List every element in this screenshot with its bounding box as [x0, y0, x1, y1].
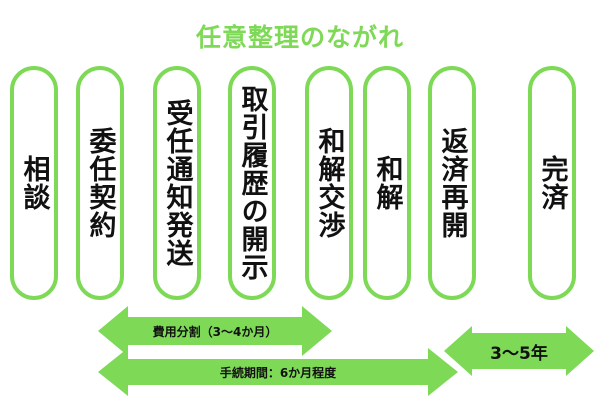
step-consultation: 相談: [10, 66, 58, 300]
step-transaction-history: 取引履歴の開示: [228, 66, 276, 300]
procedure-period-arrow: 手続期間：6か月程度: [98, 348, 458, 396]
page-title: 任意整理のながれ: [195, 23, 404, 52]
step-settlement-negotiation: 和解交渉: [305, 66, 353, 300]
fee-installment-label: 費用分割（3〜4か月）: [152, 324, 278, 339]
step-label: 受任通知発送: [161, 99, 193, 267]
repayment-period-arrow: 3〜5年: [444, 326, 594, 376]
step-label: 相談: [18, 155, 50, 211]
fee-installment-arrow: 費用分割（3〜4か月）: [98, 306, 332, 356]
repayment-period-label: 3〜5年: [490, 343, 548, 364]
step-label: 返済再開: [436, 127, 468, 239]
step-label: 和解交渉: [313, 127, 345, 239]
step-label: 取引履歴の開示: [236, 85, 268, 281]
step-completion: 完済: [528, 66, 576, 300]
step-label: 完済: [536, 155, 568, 211]
double-arrow-shape: [98, 306, 332, 356]
double-arrow-shape: [444, 326, 594, 376]
step-label: 委任契約: [84, 127, 116, 239]
step-engagement-contract: 委任契約: [76, 66, 124, 300]
step-settlement: 和解: [363, 66, 411, 300]
procedure-period-label: 手続期間：6か月程度: [219, 365, 337, 380]
step-label: 和解: [371, 155, 403, 211]
step-repayment-resume: 返済再開: [428, 66, 476, 300]
double-arrow-shape: [98, 348, 458, 396]
step-notice-sent: 受任通知発送: [153, 66, 201, 300]
